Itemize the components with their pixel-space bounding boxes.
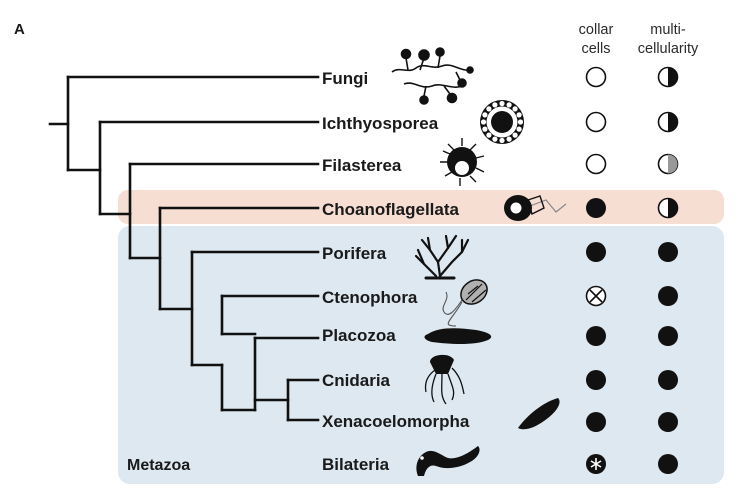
collar-cells-header-line2: cells [581,41,610,57]
comb-jelly-icon [442,279,488,327]
phylogenetic-tree [48,75,320,422]
collar-cells-present-cnidaria [586,370,606,390]
ichthyosporea-sphere-icon [480,100,524,144]
collar-cells-special-bilateria [586,454,606,474]
collar-cells-lost-ctenophora [585,285,607,307]
multicellularity-present-placozoa [658,326,678,346]
taxon-label-fungi: Fungi [322,69,368,88]
collar-cells-present-placozoa [586,326,606,346]
sponge-icon [414,234,470,280]
collar-cells-absent-filasterea [585,153,607,175]
collar-cells-header-line1: collar [579,22,614,38]
multicellularity-partial-choanoflagellata [657,197,679,219]
taxon-label-filasterea: Filasterea [322,156,402,175]
collar-cells-column [585,66,607,474]
multicellularity-partial-grey-filasterea [657,153,679,175]
multicellularity-header-line2: cellularity [638,41,699,57]
multicellularity-present-cnidaria [658,370,678,390]
multicellularity-column [657,66,679,474]
multicellularity-partial-ichthyosporea [657,111,679,133]
taxon-label-cnidaria: Cnidaria [322,371,391,390]
metazoa-box [118,226,724,484]
multicellularity-present-porifera [658,242,678,262]
collar-cells-absent-fungi [585,66,607,88]
multicellularity-partial-fungi [657,66,679,88]
acoel-worm-icon [518,398,560,430]
taxon-label-ctenophora: Ctenophora [322,288,418,307]
metazoa-clade-label: Metazoa [127,457,190,474]
collar-cells-present-choanoflagellata [586,198,606,218]
collar-cells-present-porifera [586,242,606,262]
fungi-hyphae-icon [391,47,474,105]
taxon-label-choanoflagellata: Choanoflagellata [322,200,460,219]
taxon-label-placozoa: Placozoa [322,326,396,345]
choanoflagellate-colony-icon [504,195,567,221]
taxon-label-ichthyosporea: Ichthyosporea [322,114,439,133]
multicellularity-header-line1: multi- [650,22,686,38]
jellyfish-icon [424,354,465,405]
filasterea-cell-icon [440,138,485,186]
collar-cells-present-xenacoelomorpha [586,412,606,432]
taxon-label-bilateria: Bilateria [322,455,390,474]
taxon-label-xenacoelomorpha: Xenacoelomorpha [322,412,470,431]
multicellularity-present-ctenophora [658,286,678,306]
bilaterian-worm-icon [416,446,480,476]
panel-label: A [14,21,25,38]
choanoflagellata-band [118,190,724,224]
taxon-label-porifera: Porifera [322,244,387,263]
multicellularity-present-xenacoelomorpha [658,412,678,432]
multicellularity-present-bilateria [658,454,678,474]
placozoan-icon [424,328,492,344]
collar-cells-absent-ichthyosporea [585,111,607,133]
